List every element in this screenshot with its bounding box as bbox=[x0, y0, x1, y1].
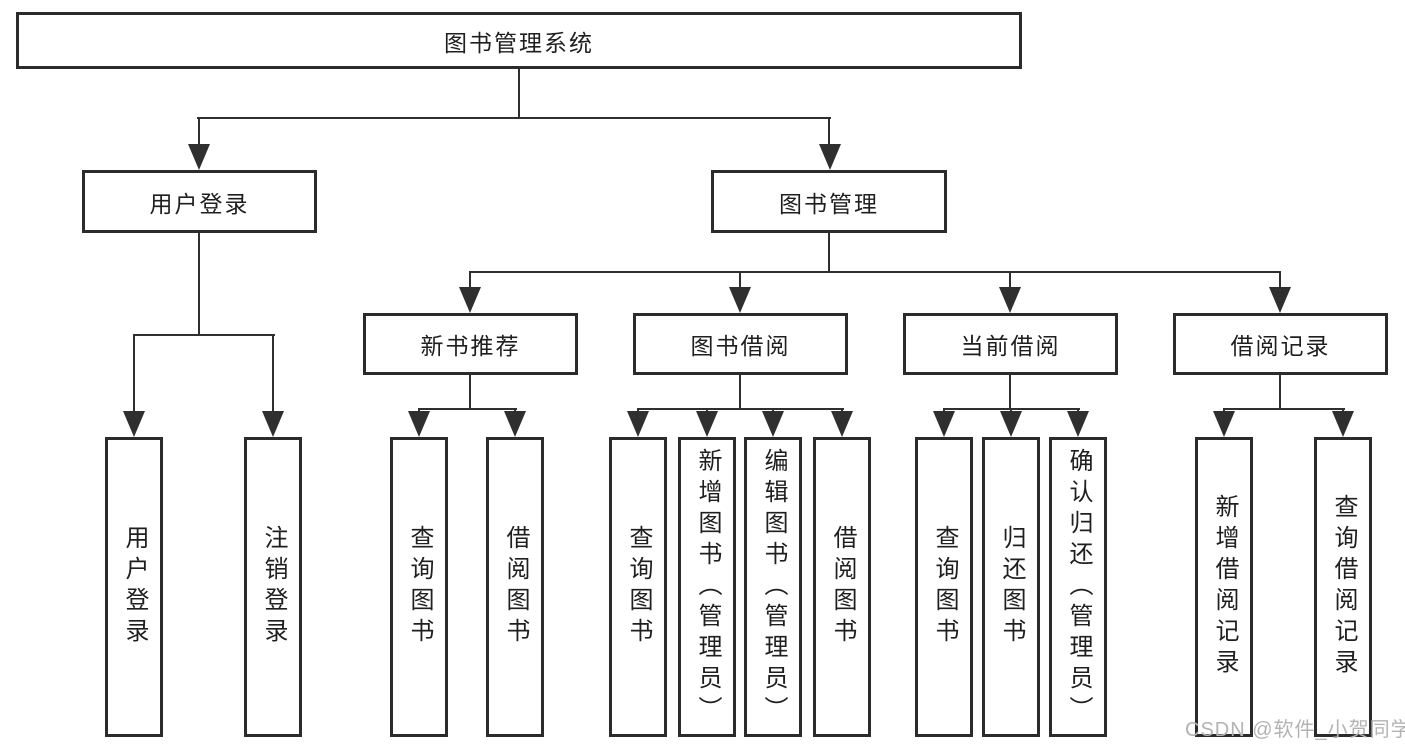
node-user-login: 用户登录 bbox=[82, 170, 317, 233]
arrow-down-icon bbox=[999, 287, 1021, 313]
connector-drop-level2 bbox=[739, 272, 741, 290]
node-current-borrow-label: 当前借阅 bbox=[960, 333, 1061, 359]
leaf-confirm-return-admin-label: 确认归还（管理员） bbox=[1065, 447, 1092, 727]
leaf-logout-label: 注销登录 bbox=[260, 525, 287, 649]
connector-stem bbox=[739, 375, 741, 410]
node-book-borrow: 图书借阅 bbox=[633, 313, 848, 375]
arrow-down-icon bbox=[188, 144, 210, 170]
arrow-down-icon bbox=[696, 411, 718, 437]
connector-level1-branch bbox=[197, 117, 831, 119]
node-book-management: 图书管理 bbox=[711, 170, 947, 233]
leaf-query-books-current: 查询图书 bbox=[915, 437, 973, 737]
leaf-edit-book-admin-label: 编辑图书（管理员） bbox=[760, 447, 787, 727]
connector-drop-leaf bbox=[272, 335, 274, 415]
node-new-book-recommend: 新书推荐 bbox=[363, 313, 578, 375]
connector-drop-user-login bbox=[198, 118, 200, 148]
connector-stem bbox=[1279, 375, 1281, 410]
node-root: 图书管理系统 bbox=[16, 12, 1022, 69]
connector-drop-level2 bbox=[1009, 272, 1011, 290]
node-book-management-label: 图书管理 bbox=[779, 190, 879, 217]
connector-book-management-stem bbox=[828, 233, 830, 273]
leaf-query-books-borrow: 查询图书 bbox=[609, 437, 667, 737]
node-user-login-label: 用户登录 bbox=[149, 190, 250, 217]
connector-level2-branch bbox=[469, 271, 1281, 273]
leaf-user-login-label: 用户登录 bbox=[121, 525, 148, 649]
leaf-add-book-admin: 新增图书（管理员） bbox=[678, 437, 736, 737]
connector-stem bbox=[1009, 375, 1011, 410]
connector-leaf-branch bbox=[1223, 408, 1345, 410]
connector-leaf-branch bbox=[418, 408, 517, 410]
arrow-down-icon bbox=[1067, 411, 1089, 437]
connector-user-login-stem bbox=[198, 233, 200, 336]
node-borrow-records: 借阅记录 bbox=[1173, 313, 1388, 375]
arrow-down-icon bbox=[504, 411, 526, 437]
arrow-down-icon bbox=[262, 411, 284, 437]
arrow-down-icon bbox=[1269, 287, 1291, 313]
arrow-down-icon bbox=[627, 411, 649, 437]
leaf-logout: 注销登录 bbox=[244, 437, 302, 737]
leaf-borrow-books-borrow: 借阅图书 bbox=[813, 437, 871, 737]
connector-drop-level2 bbox=[1279, 272, 1281, 290]
node-borrow-records-label: 借阅记录 bbox=[1230, 333, 1331, 359]
connector-drop-book-management bbox=[828, 118, 830, 148]
arrow-down-icon bbox=[831, 411, 853, 437]
node-new-book-recommend-label: 新书推荐 bbox=[420, 333, 521, 359]
leaf-user-login: 用户登录 bbox=[105, 437, 163, 737]
node-book-borrow-label: 图书借阅 bbox=[690, 333, 791, 359]
node-current-borrow: 当前借阅 bbox=[903, 313, 1118, 375]
arrow-down-icon bbox=[123, 411, 145, 437]
node-root-label: 图书管理系统 bbox=[444, 29, 594, 56]
connector-root-stem bbox=[518, 69, 520, 118]
leaf-add-borrow-record: 新增借阅记录 bbox=[1195, 437, 1253, 737]
leaf-add-book-admin-label: 新增图书（管理员） bbox=[694, 447, 721, 727]
arrow-down-icon bbox=[408, 411, 430, 437]
connector-stem bbox=[469, 375, 471, 410]
leaf-query-borrow-record-label: 查询借阅记录 bbox=[1330, 494, 1357, 680]
arrow-down-icon bbox=[1000, 411, 1022, 437]
leaf-add-borrow-record-label: 新增借阅记录 bbox=[1211, 494, 1238, 680]
arrow-down-icon bbox=[762, 411, 784, 437]
leaf-query-books-recommend-label: 查询图书 bbox=[406, 525, 433, 649]
arrow-down-icon bbox=[1332, 411, 1354, 437]
csdn-watermark: CSDN @软件_小贺同学 bbox=[1185, 719, 1405, 741]
leaf-confirm-return-admin: 确认归还（管理员） bbox=[1049, 437, 1107, 737]
connector-drop-level2 bbox=[469, 272, 471, 290]
leaf-borrow-books-borrow-label: 借阅图书 bbox=[829, 525, 856, 649]
leaf-query-books-borrow-label: 查询图书 bbox=[625, 525, 652, 649]
leaf-return-books: 归还图书 bbox=[982, 437, 1040, 737]
connector-drop-leaf bbox=[133, 335, 135, 415]
leaf-edit-book-admin: 编辑图书（管理员） bbox=[744, 437, 802, 737]
connector-leaf-branch bbox=[637, 408, 844, 410]
leaf-query-books-recommend: 查询图书 bbox=[390, 437, 448, 737]
arrow-down-icon bbox=[933, 411, 955, 437]
leaf-query-borrow-record: 查询借阅记录 bbox=[1314, 437, 1372, 737]
arrow-down-icon bbox=[819, 144, 841, 170]
arrow-down-icon bbox=[459, 287, 481, 313]
leaf-query-books-current-label: 查询图书 bbox=[931, 525, 958, 649]
leaf-borrow-books-recommend-label: 借阅图书 bbox=[502, 525, 529, 649]
arrow-down-icon bbox=[1213, 411, 1235, 437]
leaf-borrow-books-recommend: 借阅图书 bbox=[486, 437, 544, 737]
connector-user-login-branch bbox=[133, 334, 275, 336]
arrow-down-icon bbox=[729, 287, 751, 313]
leaf-return-books-label: 归还图书 bbox=[998, 525, 1025, 649]
